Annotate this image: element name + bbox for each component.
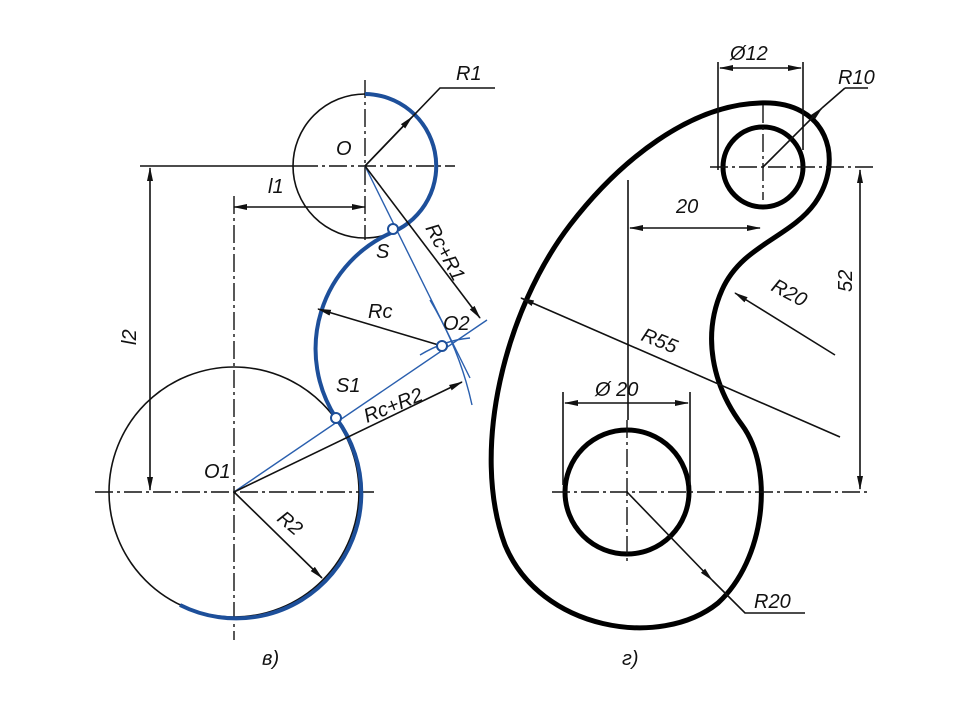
label-s: S [376, 241, 390, 263]
point-s [387, 223, 399, 235]
cam-outline [488, 100, 832, 631]
arc-r2 [179, 416, 364, 621]
leader-r20-bottom [711, 579, 805, 614]
label-rc: Rc [368, 301, 392, 323]
arc-r1 [364, 92, 439, 234]
label-20: 20 [675, 196, 698, 218]
arrow-r1 [364, 116, 413, 167]
label-d12: Ø12 [729, 43, 768, 65]
label-r1: R1 [456, 63, 482, 85]
label-o2: O2 [443, 313, 470, 335]
dimension-r2 [233, 491, 323, 579]
dimension-rc-r1 [364, 165, 481, 319]
label-r55: R55 [638, 324, 681, 358]
label-rc-r1: Rc+R1 [421, 220, 469, 285]
label-r20-concave: R20 [768, 275, 811, 312]
dimension-r55 [520, 297, 841, 438]
right-figure-cam: Ø12 R10 20 R20 52 R55 Ø 20 R20 г) [488, 43, 875, 670]
label-r20-bottom: R20 [754, 591, 791, 613]
left-figure-conjugation: O l1 S Rc+R1 Rc O2 S1 Rc+R2 O1 R2 l2 R1 … [95, 63, 495, 670]
caption-left: в) [262, 648, 279, 670]
label-rc-r2: Rc+R2 [361, 384, 426, 428]
leader-r1 [364, 87, 495, 167]
label-r10: R10 [838, 67, 875, 89]
caption-right: г) [622, 648, 639, 670]
dimension-r10 [762, 107, 823, 168]
dimension-r20-concave [734, 292, 836, 356]
label-l1: l1 [268, 176, 284, 198]
label-o1: O1 [204, 461, 231, 483]
dimension-rc-r2 [233, 381, 463, 493]
label-d20: Ø 20 [594, 379, 638, 401]
label-o: O [336, 138, 352, 160]
label-52: 52 [835, 270, 857, 292]
arc-mark-2 [429, 299, 473, 406]
leader-r10 [821, 87, 846, 109]
dimension-r20-bottom [626, 491, 713, 581]
point-s1 [330, 412, 342, 424]
label-l2: l2 [119, 329, 141, 345]
point-o2 [436, 340, 448, 352]
dimension-rc [317, 308, 443, 347]
label-s1: S1 [336, 375, 360, 397]
